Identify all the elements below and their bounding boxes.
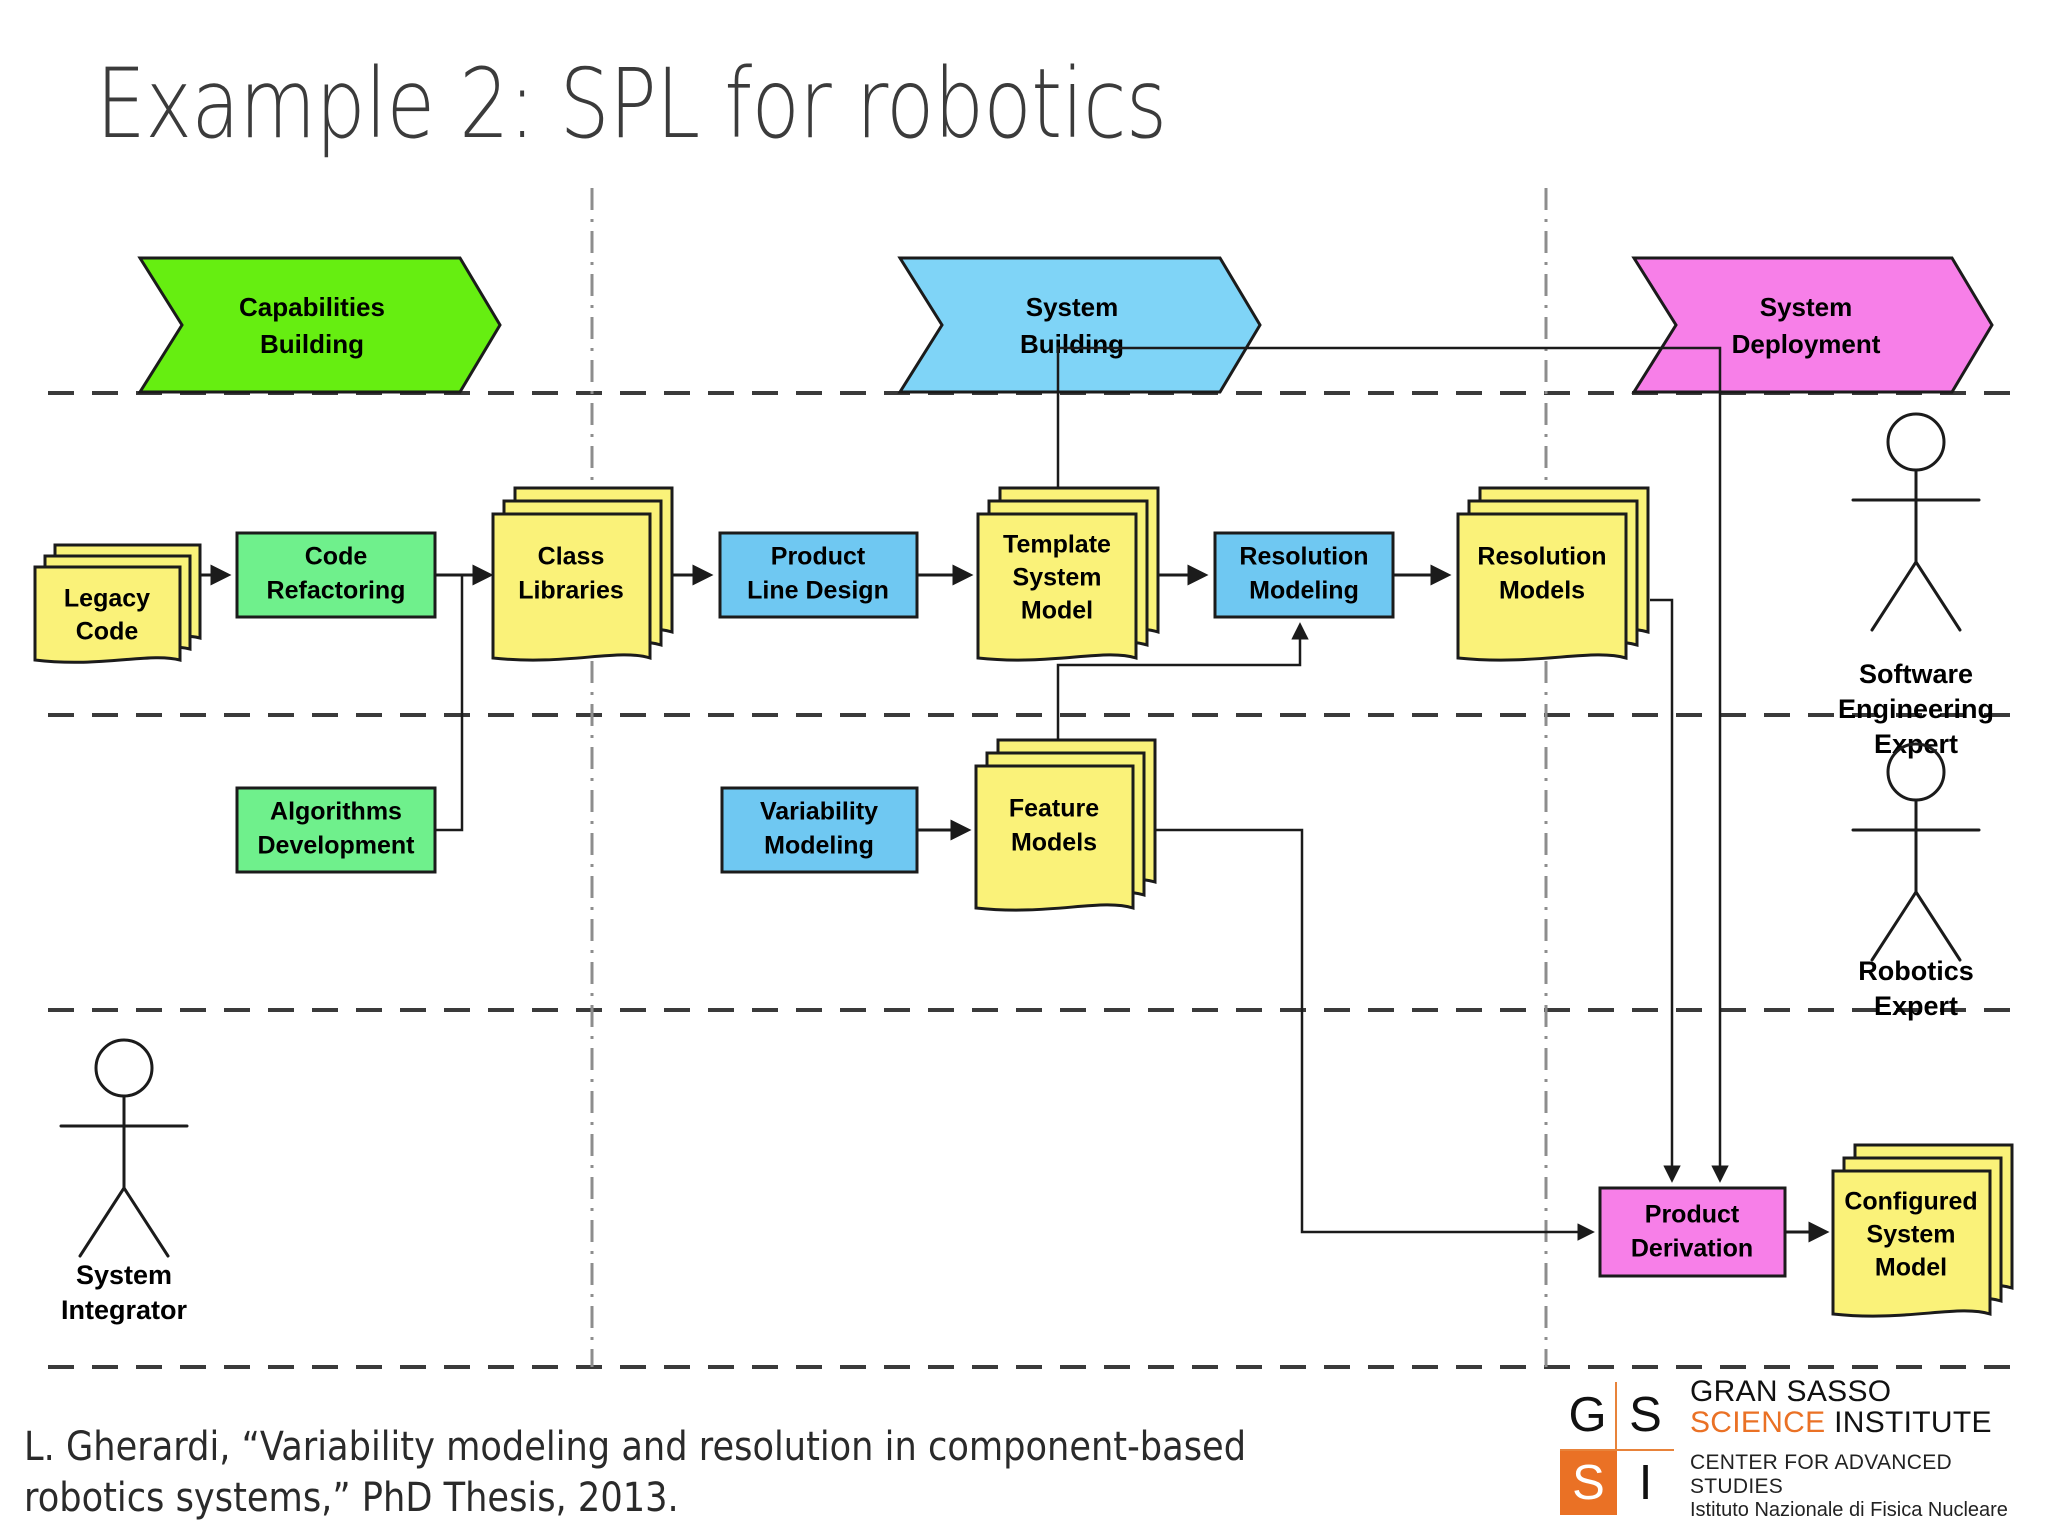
actor-robotics-expert[interactable]: Robotics Expert: [1851, 742, 1981, 1021]
actor-label-line1: Robotics: [1858, 956, 1974, 986]
actor-label-line1: System: [76, 1260, 172, 1290]
node-label-line1: Product: [1645, 1201, 1740, 1229]
node-legacy-code[interactable]: Legacy Code: [33, 543, 202, 664]
gssi-logo-text: GRAN SASSO SCIENCE INSTITUTE CENTER FOR …: [1690, 1377, 2030, 1521]
banner-label-line2: Building: [1020, 329, 1124, 359]
banner-label-line2: Deployment: [1732, 329, 1881, 359]
actor-label-line2: Integrator: [61, 1295, 188, 1325]
logo-word-science: SCIENCE: [1690, 1406, 1826, 1439]
actor-label-line2: Engineering: [1838, 694, 1994, 724]
node-label-line2: Models: [1499, 577, 1585, 605]
banner-label-line1: System: [1760, 292, 1853, 322]
actor-label-line1: Software: [1859, 659, 1973, 689]
logo-letter-s-top: S: [1629, 1388, 1662, 1443]
node-label-line1: Variability: [760, 798, 878, 826]
banner-system-deployment: System Deployment: [1631, 256, 1994, 394]
node-product-derivation[interactable]: Product Derivation: [1598, 1186, 1787, 1278]
edge-resmodels-to-derivation: [1650, 598, 1681, 1183]
node-resolution-models[interactable]: Resolution Models: [1456, 486, 1650, 662]
node-label-line3: Model: [1875, 1254, 1947, 1282]
gssi-logo-grid: G S S I: [1560, 1382, 1674, 1515]
node-configured-system-model[interactable]: Configured System Model: [1831, 1143, 2014, 1318]
node-label-line1: Legacy: [64, 585, 150, 613]
logo-letter-i: I: [1617, 1448, 1674, 1516]
logo-subtitle-2: Istituto Nazionale di Fisica Nucleare: [1690, 1498, 2008, 1521]
node-label-line1: Class: [538, 543, 605, 571]
node-label-line3: Model: [1021, 597, 1093, 625]
citation-line-1: L. Gherardi, “Variability modeling and r…: [24, 1424, 1247, 1470]
node-label-line2: Models: [1011, 829, 1097, 857]
node-label-line1: Feature: [1009, 795, 1099, 823]
citation: L. Gherardi, “Variability modeling and r…: [24, 1422, 1300, 1524]
node-label-line2: Libraries: [518, 577, 624, 605]
node-label-line1: Algorithms: [270, 798, 402, 826]
banner-label-line1: Capabilities: [239, 292, 385, 322]
node-class-libraries[interactable]: Class Libraries: [491, 486, 674, 662]
node-label-line1: Code: [305, 543, 368, 571]
logo-letter-g: G: [1560, 1382, 1617, 1449]
node-label-line1: Product: [771, 543, 866, 571]
node-resolution-modeling[interactable]: Resolution Modeling: [1213, 531, 1395, 619]
spl-process-diagram: Capabilities Building System Building Sy…: [33, 188, 2014, 1369]
node-label-line2: Derivation: [1631, 1235, 1753, 1263]
node-product-line-design[interactable]: Product Line Design: [718, 531, 919, 619]
node-label-line2: System: [1013, 564, 1102, 592]
actor-label-line2: Expert: [1874, 991, 1958, 1021]
actor-software-engineering-expert[interactable]: Software Engineering Expert: [1838, 412, 1994, 759]
node-template-system-model[interactable]: Template System Model: [976, 486, 1160, 662]
node-label-line1: Resolution: [1239, 543, 1368, 571]
node-label-line1: Template: [1003, 531, 1111, 559]
node-code-refactoring[interactable]: Code Refactoring: [235, 531, 437, 619]
page-title: Example 2: SPL for robotics: [96, 48, 1167, 160]
logo-line-gran-sasso: GRAN SASSO: [1690, 1375, 1892, 1409]
banner-system-building: System Building: [897, 256, 1262, 394]
edge-featuremodels-to-derivation: [1142, 828, 1595, 1241]
banner-capabilities-building: Capabilities Building: [137, 256, 502, 394]
logo-line-science-institute: SCIENCE INSTITUTE: [1690, 1406, 2030, 1439]
node-variability-modeling[interactable]: Variability Modeling: [720, 786, 919, 874]
logo-word-institute: INSTITUTE: [1825, 1406, 1992, 1439]
banner-label-line2: Building: [260, 329, 364, 359]
edge-tsm-to-derivation: [1056, 346, 1729, 1183]
node-label-line2: Code: [76, 618, 139, 646]
node-label-line1: Resolution: [1477, 543, 1606, 571]
gssi-logo: G S S I GRAN SASSO SCIENCE INSTITUTE CEN…: [1560, 1377, 2030, 1521]
node-label-line1: Configured: [1844, 1188, 1977, 1216]
actor-system-integrator[interactable]: System Integrator: [59, 1038, 189, 1325]
node-feature-models[interactable]: Feature Models: [974, 738, 1157, 912]
node-algorithms-development[interactable]: Algorithms Development: [235, 786, 437, 874]
node-label-line2: Line Design: [747, 577, 889, 605]
logo-letter-s-bottom: S: [1560, 1448, 1617, 1515]
node-label-line2: Modeling: [764, 832, 874, 860]
citation-line-2: robotics systems,” PhD Thesis, 2013.: [24, 1475, 679, 1522]
node-label-line2: Refactoring: [267, 577, 406, 605]
banner-label-line1: System: [1026, 292, 1119, 322]
node-label-line2: Modeling: [1249, 577, 1359, 605]
node-label-line2: System: [1867, 1221, 1956, 1249]
logo-subtitle-1: CENTER FOR ADVANCED STUDIES: [1690, 1450, 1953, 1498]
node-label-line2: Development: [258, 832, 416, 860]
